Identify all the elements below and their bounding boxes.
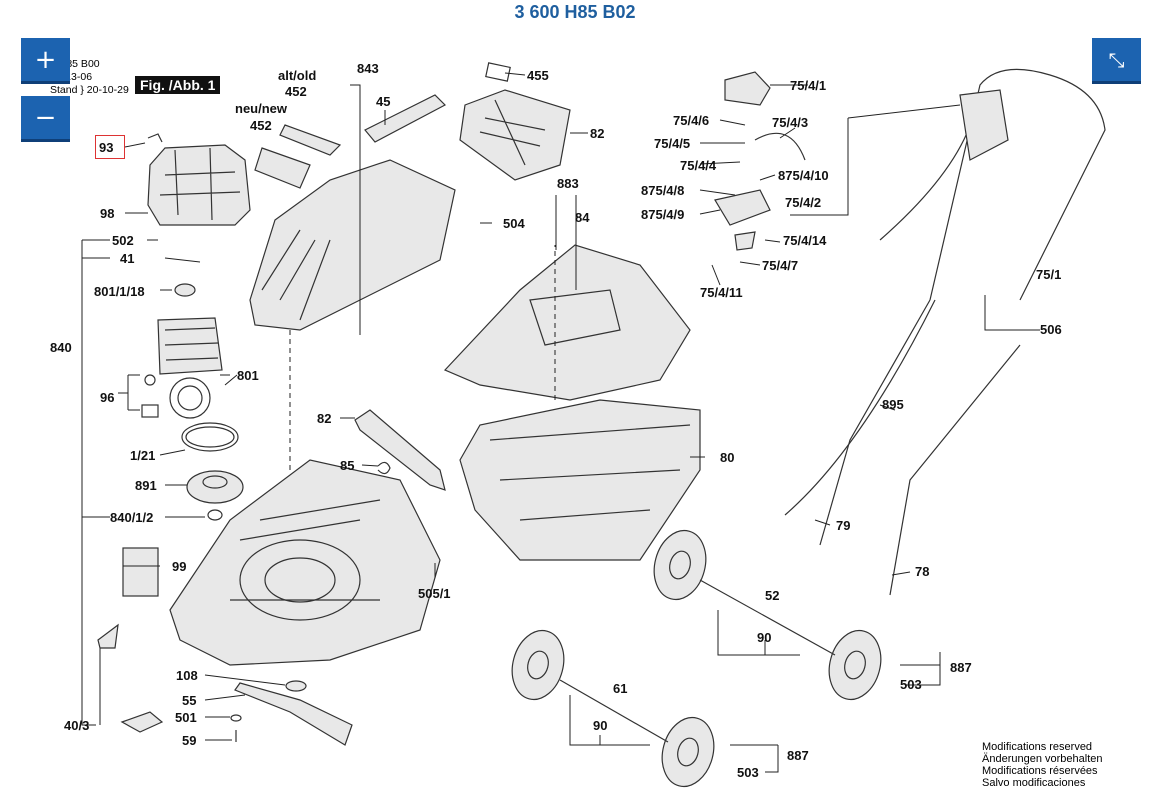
deck-drawing [169,459,441,666]
lid-drawing [459,89,571,181]
label-52: 52 [765,588,779,603]
label-505-1: 505/1 [418,586,451,601]
wheels-drawing [511,529,882,788]
belt-drawing [181,422,239,452]
label-75-4-3: 75/4/3 [772,115,808,130]
label-84: 84 [575,210,590,225]
label-504: 504 [503,216,525,231]
label-neu-new: neu/new [235,101,288,116]
highlight-box-93 [95,135,125,159]
label-75-1: 75/1 [1036,267,1061,282]
label-61: 61 [613,681,627,696]
label-75-4-14: 75/4/14 [783,233,827,248]
label-503-lower: 503 [737,765,759,780]
label-840: 840 [50,340,72,355]
label-75-4-1: 75/4/1 [790,78,826,93]
label-82-bracket: 82 [317,411,331,426]
label-55: 55 [182,693,196,708]
notice-line-de: Änderungen vorbehalten [982,753,1103,765]
label-75-4-4: 75/4/4 [680,158,717,173]
top-cover-drawing [249,94,456,331]
label-801-1-18: 801/1/18 [94,284,145,299]
leader-lines [81,72,1040,773]
label-75-4-11: 75/4/11 [700,285,743,300]
part-labels: 93 98 502 41 801/1/18 840 96 801 1/21 89… [50,61,1062,780]
label-99: 99 [172,559,186,574]
label-883: 883 [557,176,579,191]
label-90-upper: 90 [757,630,771,645]
motor-cover-drawing [147,133,251,226]
zoom-in-button[interactable]: + [21,38,70,84]
label-501: 501 [175,710,197,725]
label-93: 93 [99,140,113,155]
label-1-21: 1/21 [130,448,155,463]
label-80: 80 [720,450,734,465]
pulley-drawing [186,470,244,504]
label-75-4-7: 75/4/7 [762,258,798,273]
notice-line-en: Modifications reserved [982,741,1093,753]
label-59: 59 [182,733,196,748]
label-98: 98 [100,206,114,221]
guard-drawing [97,623,119,649]
label-452-new: 452 [250,118,272,133]
minus-icon: − [34,102,57,133]
label-502: 502 [112,233,134,248]
fit-to-screen-button[interactable]: ⤡ [1092,38,1141,84]
grass-box-drawing [443,244,701,561]
label-891: 891 [135,478,157,493]
label-503-upper: 503 [900,677,922,692]
modifications-notice: Modifications reserved Änderungen vorbeh… [982,741,1102,789]
plus-icon: + [34,44,57,75]
label-801: 801 [237,368,259,383]
figure-label: Fig. /Abb. 1 [135,76,221,94]
collapse-arrows-icon: ⤡ [1108,47,1125,72]
bracket-left-drawing [354,409,446,491]
label-78: 78 [915,564,929,579]
label-alt-old: alt/old [278,68,316,83]
label-card-drawing [122,547,159,597]
handle-drawing [714,68,1106,596]
label-40-3: 40/3 [64,718,89,733]
label-75-4-2: 75/4/2 [785,195,821,210]
blade-drawing [234,682,353,746]
label-108: 108 [176,668,198,683]
label-96: 96 [100,390,114,405]
label-875-4-8: 875/4/8 [641,183,684,198]
zoom-out-button[interactable]: − [21,96,70,142]
notice-line-fr: Modifications réservées [982,765,1098,777]
label-90-lower: 90 [593,718,607,733]
label-45: 45 [376,94,390,109]
label-887-upper: 887 [950,660,972,675]
label-843: 843 [357,61,379,76]
label-887-lower: 887 [787,748,809,763]
label-452-old: 452 [285,84,307,99]
label-840-1-2: 840/1/2 [110,510,153,525]
notice-line-es: Salvo modificaciones [982,777,1086,789]
page-title: 3 600 H85 B02 [514,2,636,22]
label-75-4-6: 75/4/6 [673,113,709,128]
label-875-4-10: 875/4/10 [778,168,829,183]
label-82-lid: 82 [590,126,604,141]
label-875-4-9: 875/4/9 [641,207,684,222]
label-75-4-5: 75/4/5 [654,136,690,151]
label-895: 895 [882,397,904,412]
revision-line-3: Stand } 20-10-29 [50,84,129,96]
label-506: 506 [1040,322,1062,337]
label-79: 79 [836,518,850,533]
label-85: 85 [340,458,354,473]
label-41: 41 [120,251,134,266]
label-455: 455 [527,68,549,83]
motor-drawing [141,283,223,419]
